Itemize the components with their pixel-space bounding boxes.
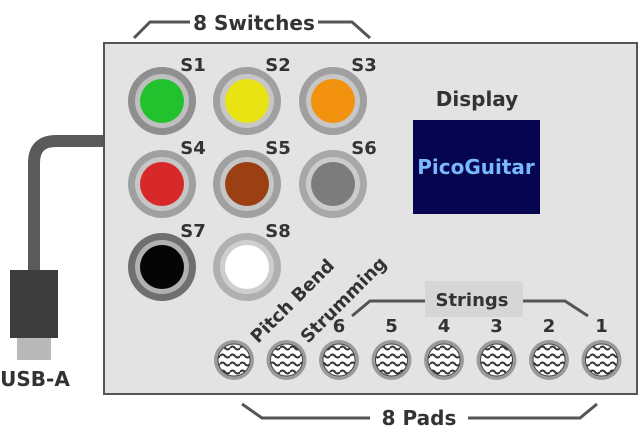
switch-label: S8: [265, 221, 291, 242]
switch-label: S5: [265, 138, 291, 159]
pads-bracket: [241, 402, 598, 420]
switch-cap[interactable]: [140, 245, 184, 289]
pad-string-number: 2: [543, 316, 556, 337]
wave-pad-icon: [270, 343, 303, 377]
pad-string-number: 4: [438, 316, 451, 337]
wave-pad-icon: [217, 343, 251, 377]
pad-string-number: 1: [595, 316, 608, 337]
touch-pad-7[interactable]: 2: [529, 316, 569, 380]
strings-bracket: [351, 299, 589, 318]
touch-pad-8[interactable]: 1: [581, 316, 622, 380]
wave-pad-icon: [427, 343, 461, 377]
touch-pad-2[interactable]: [266, 340, 307, 380]
switch-cap[interactable]: [311, 79, 355, 123]
switch-s1[interactable]: S1: [128, 55, 206, 135]
display-text: PicoGuitar: [417, 155, 535, 179]
oled-display: [413, 120, 540, 214]
switch-cap[interactable]: [140, 162, 184, 206]
switch-cap[interactable]: [225, 79, 269, 123]
switch-s5[interactable]: S5: [213, 138, 291, 218]
wave-pad-icon: [480, 343, 513, 377]
wave-pad-icon: [532, 343, 566, 377]
switch-cap[interactable]: [225, 245, 269, 289]
touch-pad-5[interactable]: 4: [424, 316, 464, 380]
switches-group-label: 8 Switches: [193, 11, 315, 35]
switch-s3[interactable]: S3: [299, 55, 377, 135]
touch-pad-1[interactable]: [214, 340, 254, 380]
touch-pad-3[interactable]: 6: [319, 316, 359, 380]
touch-pad-4[interactable]: 5: [371, 316, 412, 380]
display-title: Display: [436, 87, 518, 111]
switch-s2[interactable]: S2: [213, 55, 291, 135]
switch-label: S4: [180, 138, 206, 159]
wave-pad-icon: [375, 343, 408, 377]
pad-string-number: 6: [333, 316, 346, 337]
usb-plug: [17, 338, 51, 360]
switch-cap[interactable]: [140, 79, 184, 123]
switch-label: S1: [180, 55, 206, 76]
strings-label: Strings: [435, 290, 508, 311]
switch-cap[interactable]: [225, 162, 269, 206]
usb-cable: [10, 135, 104, 360]
pads-group: 6 5 4 3 2 1: [214, 316, 622, 380]
wave-pad-icon: [322, 343, 356, 377]
switch-s6[interactable]: S6: [299, 138, 377, 218]
wave-pad-icon: [585, 343, 618, 377]
pad-string-number: 5: [385, 316, 398, 337]
usb-connector: [10, 270, 58, 338]
touch-pad-6[interactable]: 3: [476, 316, 517, 380]
usb-label: USB-A: [0, 367, 70, 391]
switch-s4[interactable]: S4: [128, 138, 206, 218]
switch-cap[interactable]: [311, 162, 355, 206]
switch-s8[interactable]: S8: [213, 221, 291, 301]
switch-s7[interactable]: S7: [128, 221, 206, 301]
switch-label: S2: [265, 55, 291, 76]
switch-label: S7: [180, 221, 206, 242]
pads-group-label: 8 Pads: [382, 406, 457, 430]
switches-bracket: [132, 20, 371, 40]
pad-string-number: 3: [490, 316, 503, 337]
strings-label-background: [425, 281, 523, 317]
switch-label: S6: [351, 138, 377, 159]
switch-label: S3: [351, 55, 377, 76]
